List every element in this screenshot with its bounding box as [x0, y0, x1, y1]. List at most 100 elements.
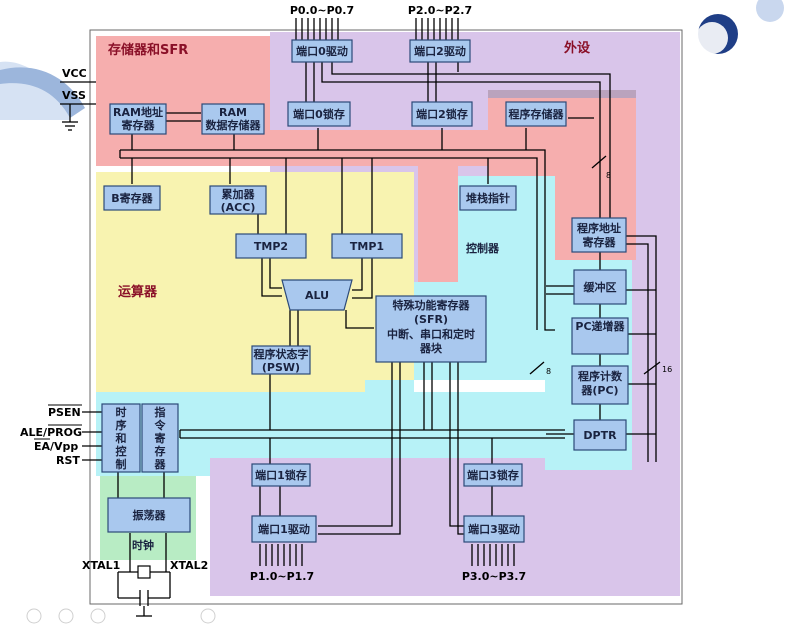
control-pin-wires — [60, 81, 171, 617]
pc-label-1: 程序计数 — [578, 369, 623, 383]
b-register-label: B寄存器 — [111, 191, 153, 205]
port-p2-label: P2.0~P2.7 — [408, 4, 472, 17]
sfr-label-1: 特殊功能寄存器 — [393, 298, 471, 312]
timing-label-5: 制 — [116, 457, 127, 471]
region-title-controller: 控制器 — [466, 241, 500, 255]
port1-latch-label: 端口1锁存 — [255, 468, 307, 482]
timing-label-1: 时 — [116, 405, 127, 419]
acc-label-2: (ACC) — [221, 201, 256, 214]
block-alu: ALU — [281, 279, 353, 311]
timing-label-2: 序 — [116, 418, 127, 432]
block-tmp1: TMP1 — [331, 233, 403, 259]
block-b-register: B寄存器 — [103, 185, 161, 211]
block-ram-addr: RAM地址 寄存器 — [109, 103, 167, 135]
oscillator-label: 振荡器 — [133, 508, 167, 522]
region-title-clock: 时钟 — [132, 538, 154, 552]
bus-width-16: 16 — [662, 365, 672, 374]
block-instruction-register: 指 令 寄 存 器 — [141, 403, 179, 473]
block-tmp2: TMP2 — [235, 233, 307, 259]
port0-driver-label: 端口0驱动 — [296, 44, 348, 58]
program-address-label-2: 寄存器 — [583, 235, 617, 249]
region-memory-mid — [418, 166, 458, 282]
p2-pins — [415, 18, 459, 40]
block-acc: 累加器 (ACC) — [209, 185, 267, 215]
block-ram: RAM 数据存储器 — [201, 103, 265, 135]
ram-label-1: RAM — [219, 106, 247, 119]
block-port2-driver: 端口2驱动 — [409, 39, 471, 63]
block-timing-control: 时 序 和 控 制 — [101, 403, 141, 473]
port2-latch-label: 端口2锁存 — [416, 107, 468, 121]
internal-bus — [119, 149, 565, 439]
block-port1-latch: 端口1锁存 — [251, 463, 311, 487]
toolbar-pen-icon[interactable] — [26, 608, 42, 624]
pin-xtal2: XTAL2 — [170, 559, 208, 572]
ram-label-2: 数据存储器 — [206, 118, 262, 132]
block-port3-driver: 端口3驱动 — [463, 515, 525, 543]
bus-width-8-top: 8 — [606, 171, 611, 180]
block-pc-incrementer: PC递增器 — [571, 317, 629, 355]
block-pc: 程序计数 器(PC) — [571, 365, 629, 405]
bg-swoosh-left-2 — [0, 67, 85, 118]
port-p0-label: P0.0~P0.7 — [290, 4, 354, 17]
ir-label-3: 寄 — [155, 431, 166, 445]
ram-addr-label-1: RAM地址 — [113, 105, 163, 119]
stack-pointer-label: 堆栈指针 — [466, 191, 510, 205]
block-dptr: DPTR — [573, 419, 627, 451]
block-stack-pointer: 堆栈指针 — [459, 185, 517, 211]
alu-label: ALU — [305, 289, 329, 302]
region-title-peripheral: 外设 — [563, 40, 591, 56]
toolbar-menu-icon[interactable] — [200, 608, 216, 624]
acc-label-1: 累加器 — [222, 187, 256, 201]
region-memory — [96, 36, 270, 166]
port-p1-label: P1.0~P1.7 — [250, 570, 314, 583]
block-sfr: 特殊功能寄存器 (SFR) 中断、串口和定时 器块 — [375, 295, 487, 363]
pin-ale-prog: ALE/PROG — [20, 426, 82, 439]
block-program-memory: 程序存储器 — [505, 101, 567, 127]
ir-label-1: 指 — [155, 405, 166, 419]
block-port2-latch: 端口2锁存 — [411, 101, 473, 127]
pc-incrementer-label: PC递增器 — [575, 319, 625, 333]
pc-label-2: 器(PC) — [580, 384, 618, 397]
port1-driver-label: 端口1驱动 — [258, 522, 310, 536]
blocks: RAM地址 寄存器 RAM 数据存储器 端口0驱动 端口2驱动 端口0锁存 端口… — [101, 39, 629, 543]
bg-circle-small — [756, 0, 784, 22]
psw-label-2: (PSW) — [262, 361, 300, 374]
block-port0-latch: 端口0锁存 — [287, 101, 351, 127]
pin-vcc: VCC — [62, 67, 87, 80]
block-oscillator: 振荡器 — [107, 497, 191, 533]
buffer-label: 缓冲区 — [584, 280, 617, 294]
region-accent — [488, 90, 636, 98]
region-control — [365, 176, 632, 470]
port0-latch-label: 端口0锁存 — [293, 107, 345, 121]
toolbar-pointer-icon[interactable] — [90, 608, 106, 624]
pin-rst: RST — [56, 454, 80, 467]
block-port3-latch: 端口3锁存 — [463, 463, 523, 487]
sfr-label-4: 器块 — [419, 341, 443, 355]
sfr-label-2: (SFR) — [414, 313, 448, 326]
toolbar-eraser-icon[interactable] — [58, 608, 74, 624]
p1-pins — [259, 544, 303, 566]
connection-wires — [117, 62, 661, 572]
bus-width-8-mid: 8 — [546, 367, 551, 376]
ram-addr-label-2: 寄存器 — [122, 118, 156, 132]
block-program-address: 程序地址 寄存器 — [571, 217, 627, 253]
port-pins — [259, 18, 515, 566]
port3-latch-label: 端口3锁存 — [467, 468, 519, 482]
pin-psen: PSEN — [48, 406, 81, 419]
tmp2-label: TMP2 — [254, 240, 288, 253]
ir-label-5: 器 — [154, 458, 167, 471]
timing-label-4: 控 — [116, 444, 127, 458]
pin-xtal1: XTAL1 — [82, 559, 120, 572]
p3-pins — [471, 544, 515, 566]
block-port1-driver: 端口1驱动 — [251, 515, 317, 543]
bg-circle-inner — [696, 22, 728, 54]
bottom-toolbar — [26, 608, 216, 624]
port-p3-label: P3.0~P3.7 — [462, 570, 526, 583]
block-psw: 程序状态字 (PSW) — [251, 345, 311, 375]
region-title-memory: 存储器和SFR — [108, 42, 188, 58]
port2-driver-label: 端口2驱动 — [414, 44, 466, 58]
timing-label-3: 和 — [116, 431, 127, 445]
ir-label-2: 令 — [154, 418, 167, 432]
